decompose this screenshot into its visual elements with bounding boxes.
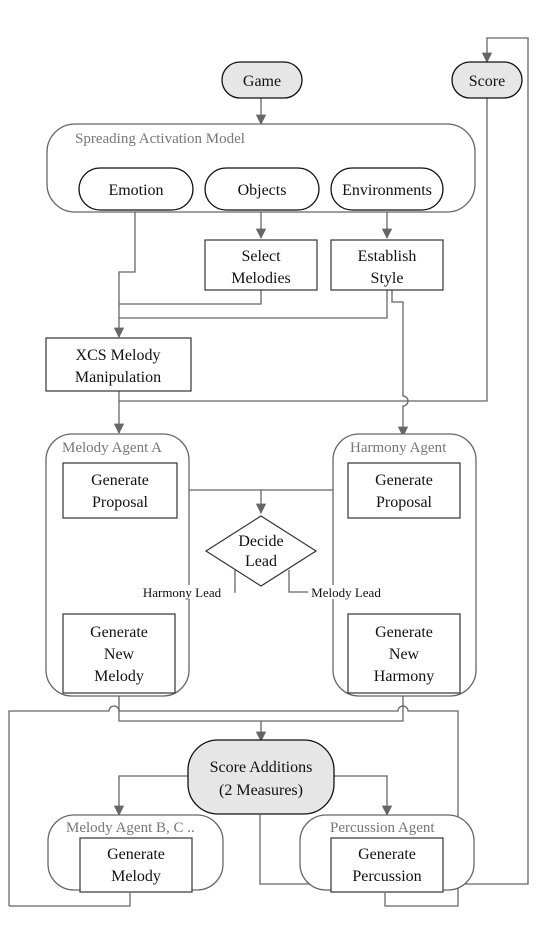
svg-text:Percussion: Percussion (352, 868, 421, 885)
svg-text:Objects: Objects (238, 182, 287, 199)
svg-text:Melody: Melody (111, 868, 161, 885)
svg-text:New: New (104, 646, 135, 663)
svg-text:Harmony Agent: Harmony Agent (350, 440, 447, 456)
svg-text:Emotion: Emotion (108, 182, 163, 199)
svg-text:Score Additions: Score Additions (210, 759, 313, 776)
score-additions-node: Score Additions (2 Measures) (187, 739, 335, 815)
harmony-lead-label: Harmony Lead (143, 585, 222, 600)
establish-style-node: Establish Style (330, 239, 444, 291)
generate-proposal-a-node: Generate Proposal (62, 462, 178, 519)
svg-text:Proposal: Proposal (92, 494, 149, 511)
svg-text:Melody: Melody (94, 668, 144, 685)
svg-text:Style: Style (371, 270, 404, 287)
svg-text:Decide: Decide (238, 533, 283, 550)
melody-lead-label: Melody Lead (311, 585, 381, 600)
generate-proposal-h-node: Generate Proposal (347, 462, 461, 519)
generate-melody-node: Generate Melody (79, 837, 193, 893)
generate-new-harmony-node: Generate New Harmony (347, 613, 461, 694)
svg-text:Generate: Generate (107, 846, 165, 863)
svg-text:Harmony: Harmony (374, 668, 434, 685)
generate-percussion-node: Generate Percussion (330, 837, 444, 893)
game-node: Game (221, 61, 303, 99)
svg-text:XCS Melody: XCS Melody (76, 347, 161, 364)
svg-text:Generate: Generate (375, 624, 433, 641)
svg-text:Environments: Environments (342, 182, 432, 199)
svg-text:Generate: Generate (90, 624, 148, 641)
svg-text:Establish: Establish (358, 248, 417, 265)
objects-node: Objects (204, 167, 320, 211)
environments-node: Environments (330, 167, 444, 211)
xcs-melody-manipulation-node: XCS Melody Manipulation (45, 337, 192, 392)
select-melodies-node: Select Melodies (204, 239, 318, 291)
svg-text:Melody Agent A: Melody Agent A (62, 440, 162, 456)
svg-text:Manipulation: Manipulation (75, 369, 161, 386)
svg-text:Percussion Agent: Percussion Agent (330, 820, 435, 836)
svg-text:Score: Score (469, 73, 505, 90)
generate-new-melody-node: Generate New Melody (62, 613, 176, 694)
svg-text:Melody Agent B, C ..: Melody Agent B, C .. (66, 820, 195, 836)
svg-text:Generate: Generate (358, 846, 416, 863)
svg-text:New: New (389, 646, 420, 663)
svg-text:Lead: Lead (245, 553, 277, 570)
svg-text:Select: Select (241, 248, 281, 265)
svg-text:Generate: Generate (375, 472, 433, 489)
decide-lead-node: Decide Lead (204, 515, 318, 587)
emotion-node: Emotion (78, 167, 194, 211)
score-node: Score (451, 61, 523, 99)
svg-text:Game: Game (243, 73, 281, 90)
svg-text:(2 Measures): (2 Measures) (219, 782, 303, 799)
svg-text:Generate: Generate (91, 472, 149, 489)
svg-text:Melodies: Melodies (231, 270, 291, 287)
svg-text:Proposal: Proposal (376, 494, 433, 511)
svg-text:Spreading Activation Model: Spreading Activation Model (75, 131, 245, 147)
